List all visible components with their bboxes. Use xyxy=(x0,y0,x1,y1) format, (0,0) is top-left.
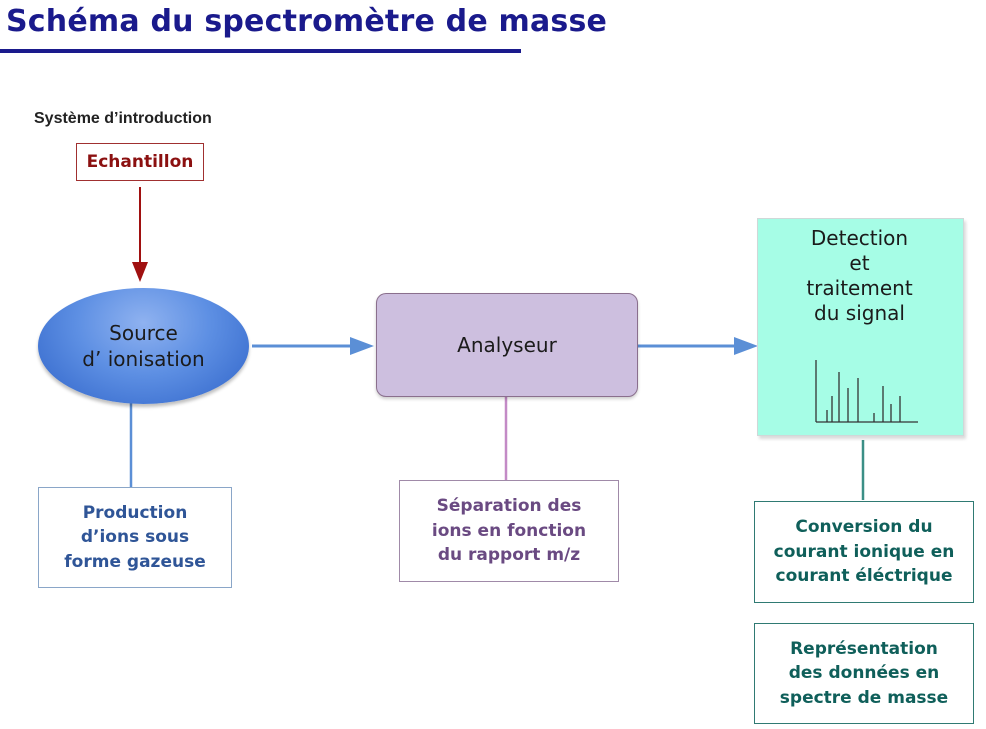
separation-box: Séparation des ions en fonction du rappo… xyxy=(399,480,619,582)
conversion-line2: courant ionique en xyxy=(773,541,955,562)
detector-label-line2: et xyxy=(849,251,870,275)
representation-box: Représentation des données en spectre de… xyxy=(754,623,974,724)
conversion-line3: courant éléctrique xyxy=(775,566,953,587)
separation-line3: du rapport m/z xyxy=(437,545,581,566)
production-box: Production d’ions sous forme gazeuse xyxy=(38,487,232,588)
sample-label: Echantillon xyxy=(86,152,194,172)
title-underline xyxy=(0,49,521,53)
separation-line2: ions en fonction xyxy=(431,520,587,541)
analyzer-box: Analyseur xyxy=(376,293,638,397)
page-title: Schéma du spectromètre de masse xyxy=(6,4,608,39)
source-label-line1: Source xyxy=(109,321,178,345)
mass-spectrum-icon xyxy=(815,360,918,423)
sample-box: Echantillon xyxy=(76,143,204,181)
sample-arrow-head xyxy=(132,262,148,282)
representation-line3: spectre de masse xyxy=(779,687,949,708)
conversion-box: Conversion du courant ionique en courant… xyxy=(754,501,974,603)
analyzer-label: Analyseur xyxy=(457,333,557,357)
detector-label-line4: du signal xyxy=(814,301,905,325)
separation-line1: Séparation des xyxy=(436,496,582,517)
representation-line2: des données en xyxy=(788,663,940,684)
detector-label: Detection et traitement du signal xyxy=(772,226,947,326)
detector-label-line1: Detection xyxy=(810,226,909,250)
production-line1: Production xyxy=(82,502,188,523)
detector-label-line3: traitement xyxy=(806,276,913,300)
production-line3: forme gazeuse xyxy=(64,551,206,572)
analyzer-arrow-head xyxy=(734,337,758,355)
ionization-source: Source d’ ionisation xyxy=(38,288,249,404)
representation-line1: Représentation xyxy=(790,638,938,659)
conversion-line1: Conversion du xyxy=(795,517,933,538)
source-label-line2: d’ ionisation xyxy=(82,347,205,371)
source-arrow-head xyxy=(350,337,374,355)
introduction-system-label: Système d’introduction xyxy=(34,110,212,127)
detector-box xyxy=(757,218,964,436)
production-line2: d’ions sous xyxy=(80,527,190,548)
